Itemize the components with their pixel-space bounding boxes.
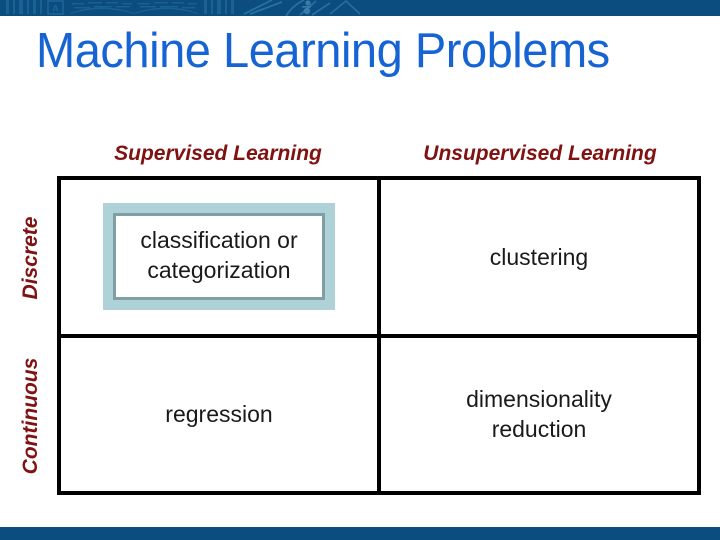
highlight-box-classification: classification or categorization xyxy=(103,203,335,311)
svg-text:A: A xyxy=(52,4,59,14)
row-label-discrete: Discrete xyxy=(19,216,42,300)
column-header-supervised-learning: Supervised Learning xyxy=(114,142,322,165)
atom-icon xyxy=(302,0,311,15)
cell-text-line-1: dimensionality xyxy=(466,386,612,413)
cell-text-line-1: classification or xyxy=(140,227,298,254)
footer-bar xyxy=(0,527,720,540)
highlight-box-inner: classification or categorization xyxy=(113,213,325,301)
letter-a-icon: A xyxy=(47,0,64,15)
book-icon xyxy=(70,2,198,14)
matrix-cell-clustering: clustering xyxy=(379,180,697,336)
cell-text-dimensionality-reduction: dimensionality reduction xyxy=(466,384,612,444)
lines-icon xyxy=(6,0,42,14)
cell-text-line-2: categorization xyxy=(147,257,291,284)
cell-text-line-1: clustering xyxy=(489,243,589,270)
banner-pattern-graphic: A xyxy=(0,0,720,16)
column-header-unsupervised-learning: Unsupervised Learning xyxy=(423,142,657,165)
page-title: Machine Learning Problems xyxy=(36,24,610,78)
cell-text-regression: regression xyxy=(165,399,272,429)
matrix-cell-regression: regression xyxy=(61,335,379,491)
atom-icon xyxy=(329,0,361,15)
cell-text-line-1: regression xyxy=(165,401,273,428)
matrix-cell-classification: classification or categorization xyxy=(61,180,379,336)
cell-text-line-2: reduction xyxy=(491,416,587,443)
cell-text-classification: classification or categorization xyxy=(140,225,297,285)
matrix-cell-dimensionality-reduction: dimensionality reduction xyxy=(379,335,697,491)
top-decorative-banner: A xyxy=(0,0,720,16)
lines-icon xyxy=(204,0,234,14)
row-label-continuous: Continuous xyxy=(19,357,42,475)
cell-text-clustering: clustering xyxy=(490,242,588,272)
matrix-grid: classification or categorization cluster… xyxy=(57,176,701,495)
